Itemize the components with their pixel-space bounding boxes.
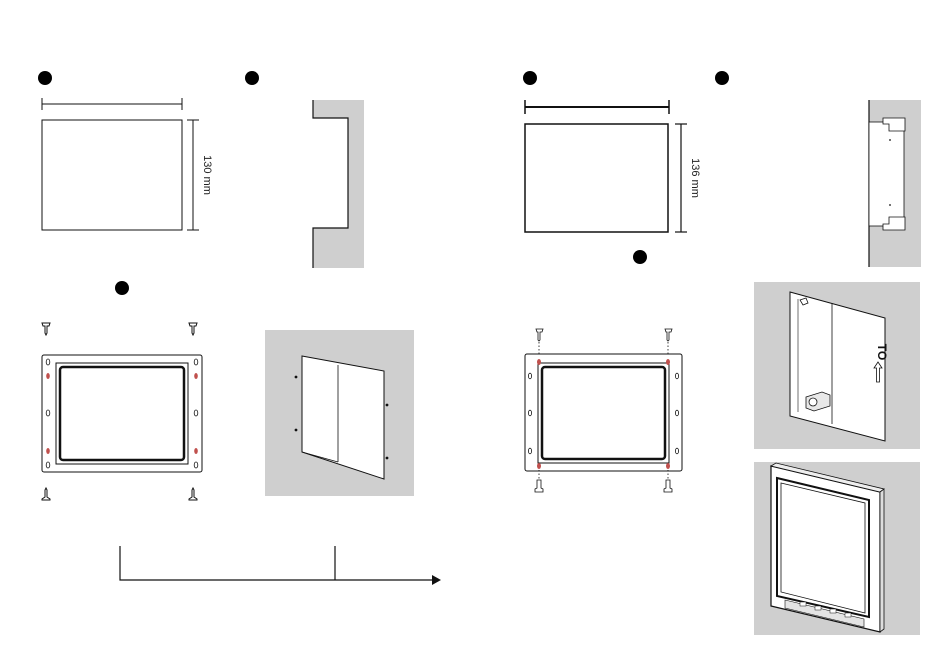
cutout-dimension-left: 130 mm <box>42 98 213 230</box>
flush-box-perspective: TO <box>754 282 920 449</box>
height-label-right: 136 mm <box>689 158 701 198</box>
wall-section-left <box>313 100 364 268</box>
cutout-dimension-right: 136 mm <box>525 100 701 232</box>
wall-section-right <box>869 100 921 267</box>
direction-label: TO <box>875 344 889 360</box>
step-marker-3 <box>115 281 129 295</box>
step-marker-1 <box>38 71 52 85</box>
mounted-panel-perspective <box>754 462 920 635</box>
cutout-rectangle-right <box>525 124 668 232</box>
wall-niche-perspective <box>265 330 414 496</box>
step-marker-5 <box>715 71 729 85</box>
mounting-frame-left <box>42 323 202 500</box>
step-marker-2 <box>245 71 259 85</box>
flow-arrow <box>120 546 441 585</box>
height-label-left: 130 mm <box>201 155 213 195</box>
step-marker-4 <box>523 71 537 85</box>
cutout-rectangle-left <box>42 120 182 230</box>
step-marker-6 <box>633 250 647 264</box>
mounting-frame-right <box>525 329 682 492</box>
